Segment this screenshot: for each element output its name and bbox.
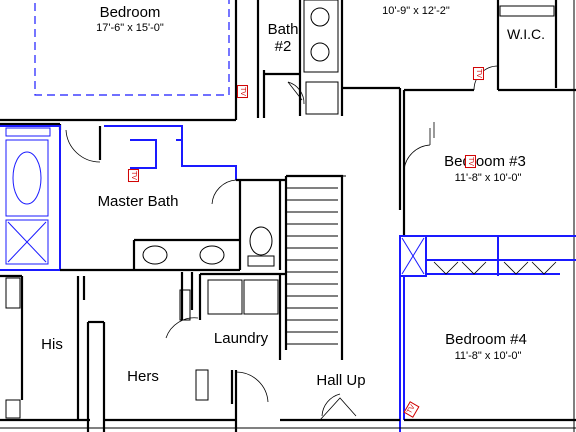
tub-deck xyxy=(5,127,51,137)
master-bath-wall xyxy=(104,125,237,180)
door-swing xyxy=(65,129,101,163)
sink xyxy=(142,245,168,265)
door-leaf xyxy=(287,81,303,101)
door-swing xyxy=(287,81,305,105)
master-bedroom-dim: 17'-6" x 15'-0" xyxy=(96,22,164,34)
wic-label: W.I.C. xyxy=(506,26,546,42)
shelf xyxy=(5,399,21,419)
bath2-sink xyxy=(310,42,330,62)
dryer xyxy=(243,279,279,315)
master-bedroom-tray-ceiling xyxy=(34,0,230,96)
door-swing xyxy=(403,144,431,171)
master-bath-wall xyxy=(0,125,61,140)
bath2-door xyxy=(305,81,339,115)
door-swing xyxy=(211,179,237,205)
door-swing xyxy=(165,317,199,339)
bedroom4-dim: 11'-8" x 10'-0" xyxy=(454,350,522,362)
tv-outlet-tag: TV xyxy=(464,155,476,168)
toilet-bowl xyxy=(249,226,273,256)
door-swing xyxy=(321,393,341,417)
bedroom3-dim: 11'-8" x 10'-0" xyxy=(454,172,522,184)
washer xyxy=(207,279,243,315)
laundry-label: Laundry xyxy=(213,330,269,347)
bedroom2-dim: 10'-9" x 12'-2" xyxy=(382,5,450,17)
hers-closet-label: Hers xyxy=(127,368,159,385)
master-bath-wall xyxy=(0,140,61,271)
door-swing xyxy=(235,371,269,403)
tub xyxy=(5,139,49,217)
hall-door xyxy=(319,397,357,421)
hall-label: Hall Up xyxy=(316,372,366,389)
bedroom4-label: Bedroom #4 xyxy=(445,331,527,348)
tv-outlet-tag: TV xyxy=(472,67,484,80)
bifold-door xyxy=(503,261,557,275)
closet-hatch xyxy=(401,237,425,275)
shower xyxy=(5,219,49,265)
wic-shelf xyxy=(499,5,555,17)
master-bath-wall xyxy=(130,139,157,169)
tv-outlet-tag: TV xyxy=(236,85,248,98)
bath2-sink xyxy=(310,7,330,27)
master-bedroom-label: Master Bedroom xyxy=(99,0,161,21)
bifold-door xyxy=(433,261,487,275)
shelf xyxy=(5,277,21,309)
shelf xyxy=(195,369,209,401)
tub-basin xyxy=(12,151,42,205)
toilet-tank xyxy=(247,255,275,267)
master-bath-label: Master Bath xyxy=(97,193,179,210)
shelf xyxy=(179,289,191,321)
bath2-label: Bath #2 xyxy=(267,21,299,55)
stair-treads xyxy=(286,187,338,345)
closet-wall xyxy=(399,235,427,277)
shower-hatch xyxy=(7,221,47,263)
bath2-vanity xyxy=(303,0,339,73)
his-closet-label: His xyxy=(41,336,63,353)
tv-outlet-tag: TV xyxy=(127,169,139,182)
sink xyxy=(199,245,225,265)
bedroom3-label: Bedroom #3 xyxy=(444,153,526,170)
